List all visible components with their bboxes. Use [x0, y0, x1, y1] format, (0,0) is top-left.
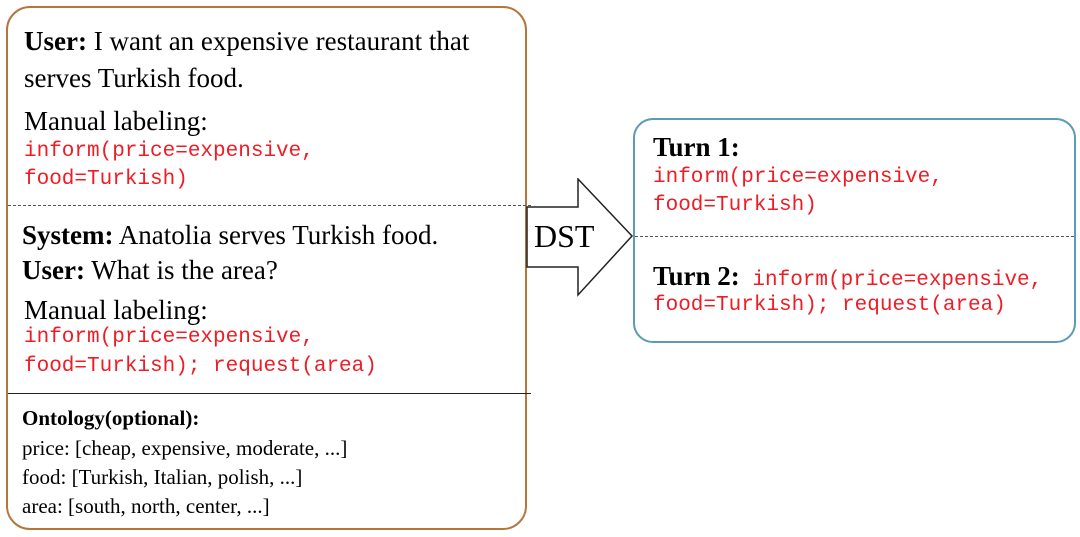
turn1-label-text: Turn 1:	[653, 132, 740, 162]
turn1-label: Turn 1:	[653, 132, 740, 163]
ontology-area: area: [south, north, center, ...]	[22, 494, 270, 518]
user-text-2: What is the area?	[84, 255, 278, 285]
user-text-1a: I want an expensive restaurant that	[86, 26, 470, 56]
dst-label: DST	[534, 218, 595, 254]
system-speaker: System:	[22, 220, 114, 250]
turn1-state-a: inform(price=expensive,	[653, 166, 943, 189]
ontology-divider	[8, 393, 531, 394]
user-speaker-1: User:	[24, 26, 87, 56]
user-utterance-2: User: What is the area?	[22, 255, 278, 286]
system-utterance: System: Anatolia serves Turkish food.	[22, 220, 438, 251]
turn2-state-a: inform(price=expensive,	[739, 269, 1043, 292]
turn2-row: Turn 2: inform(price=expensive,	[653, 261, 1042, 292]
manual-label-1b: food=Turkish)	[24, 168, 188, 191]
manual-labeling-title-2: Manual labeling:	[24, 295, 208, 325]
dialogue-box: User: I want an expensive restaurant tha…	[6, 6, 531, 530]
manual-label-2a: inform(price=expensive,	[24, 326, 314, 349]
turn-divider-right	[635, 236, 1074, 237]
ontology-food: food: [Turkish, Italian, polish, ...]	[22, 465, 303, 489]
state-tracking-box: Turn 1: inform(price=expensive, food=Tur…	[633, 118, 1076, 343]
user-utterance-1: User: I want an expensive restaurant tha…	[24, 26, 469, 57]
ontology-title-text: Ontology(optional):	[22, 406, 200, 430]
manual-labeling-title-1: Manual labeling:	[24, 106, 208, 136]
user-speaker-2: User:	[22, 255, 85, 285]
dst-arrow-icon	[526, 178, 634, 297]
ontology-price: price: [cheap, expensive, moderate, ...]	[22, 436, 348, 460]
arrow-shape	[526, 178, 634, 297]
turn1-state-b: food=Turkish)	[653, 194, 817, 217]
turn2-label: Turn 2:	[653, 261, 740, 291]
user-text-1b: serves Turkish food.	[24, 63, 244, 93]
turn-divider	[8, 205, 531, 206]
ontology-title: Ontology(optional):	[22, 406, 199, 431]
manual-label-2b: food=Turkish); request(area)	[24, 355, 377, 378]
turn2-state-b: food=Turkish); request(area)	[653, 294, 1006, 317]
manual-label-1a: inform(price=expensive,	[24, 140, 314, 163]
system-text: Anatolia serves Turkish food.	[113, 220, 439, 250]
